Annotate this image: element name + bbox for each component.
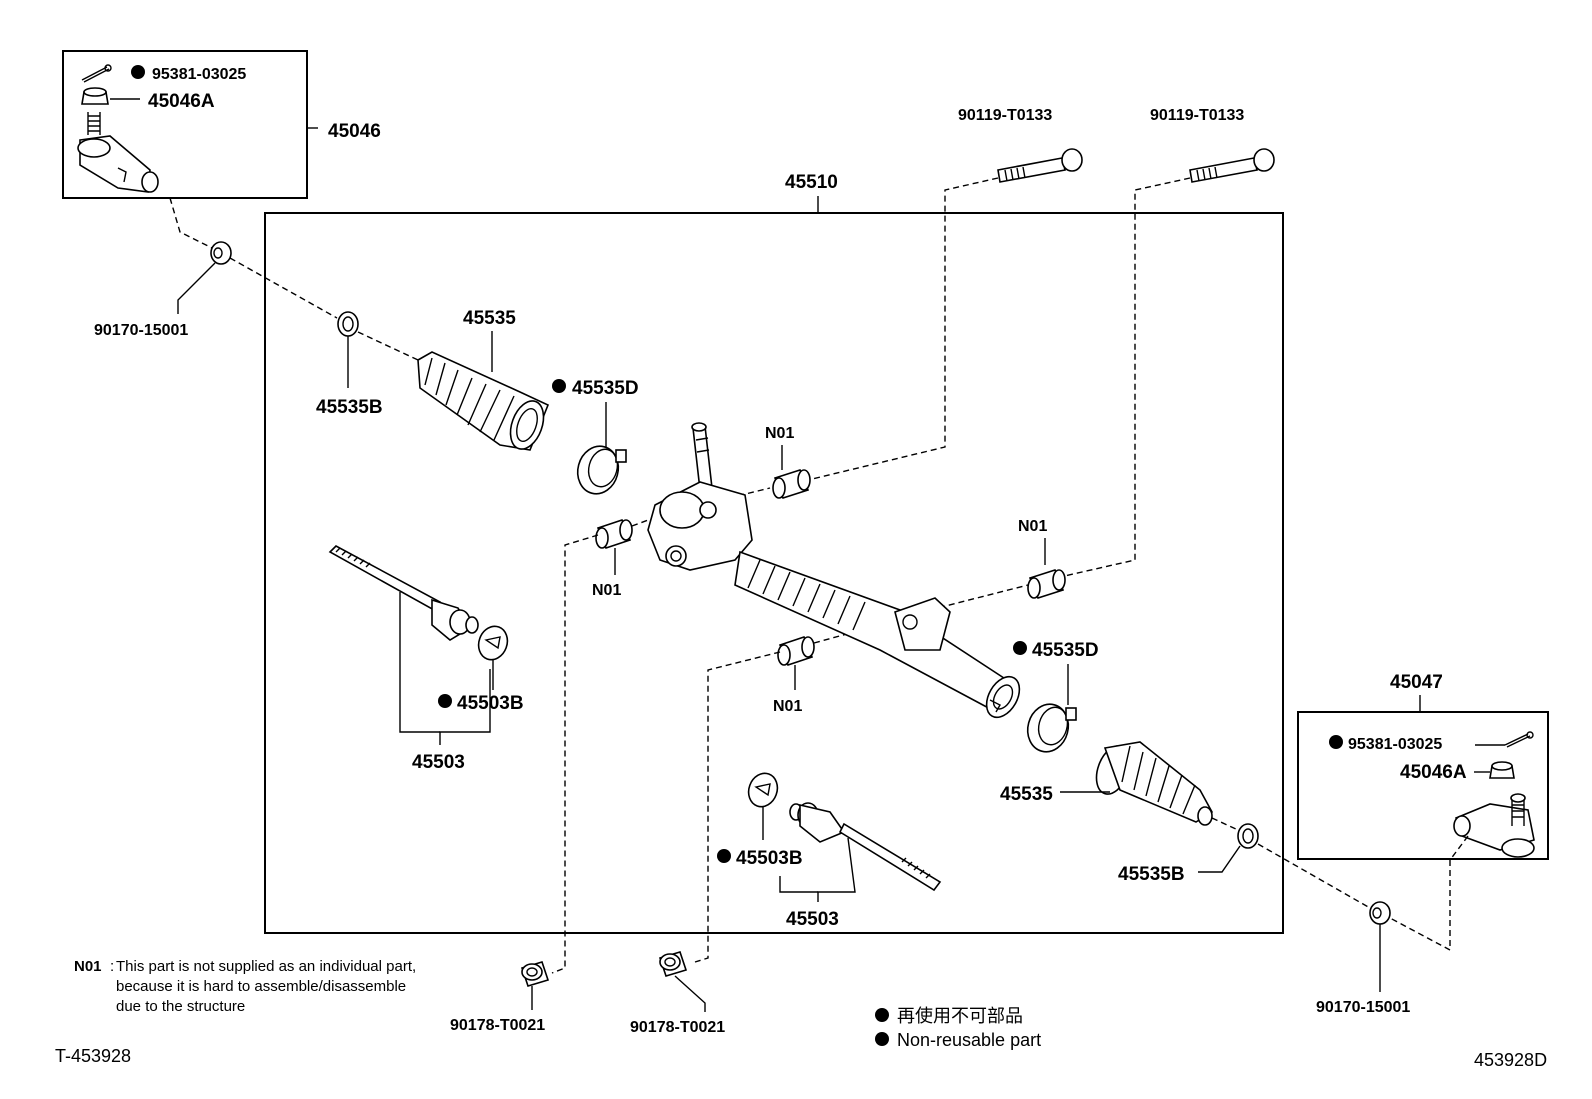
label-gear-assembly: 45510 xyxy=(785,172,838,193)
label-nut-bottom-mid: 90178-T0021 xyxy=(630,1019,725,1036)
legend-dot-en xyxy=(875,1032,889,1046)
label-clamp-lower: 45535D xyxy=(1032,640,1099,661)
note-line2: because it is hard to assemble/disassemb… xyxy=(116,978,406,995)
clip-nut-right-icon xyxy=(1369,901,1391,925)
label-cotter-pin-right: 95381-03025 xyxy=(1348,736,1442,753)
non-reusable-dot-cotter-pin-right xyxy=(1329,735,1343,749)
inner-rod-lower-icon xyxy=(789,802,942,892)
bush-right-icon xyxy=(1027,569,1066,599)
label-washer-upper: 45503B xyxy=(457,693,524,714)
bush-upper-left-icon xyxy=(595,519,633,549)
non-reusable-dot-washer-upper xyxy=(438,694,452,708)
washer-upper-icon xyxy=(477,625,509,661)
clip-nut-left-icon xyxy=(210,241,232,265)
label-nut-top: 45046A xyxy=(148,91,215,112)
non-reusable-dot-washer-lower xyxy=(717,849,731,863)
label-tie-rod-end-left: 45046 xyxy=(328,121,381,142)
gear-assembly-box xyxy=(264,212,1284,934)
clamp-upper-icon xyxy=(576,445,627,495)
cotter-pin-top-icon xyxy=(81,64,112,83)
non-reusable-dot-clamp-upper xyxy=(552,379,566,393)
footer-ref-right: 453928D xyxy=(1474,1050,1547,1070)
label-bush-lower-mid: N01 xyxy=(773,698,802,715)
tie-rod-end-right-icon xyxy=(1453,793,1535,858)
bolt-right-icon xyxy=(1189,148,1275,183)
note-colon: : xyxy=(110,958,114,975)
tie-rod-end-left-box xyxy=(62,50,308,199)
bolt-left-icon xyxy=(997,148,1083,183)
label-boot-upper: 45535 xyxy=(463,308,516,329)
tie-rod-end-left-icon xyxy=(77,112,159,193)
label-tie-rod-end-right: 45047 xyxy=(1390,672,1443,693)
label-bush-right: N01 xyxy=(1018,518,1047,535)
label-clip-nut-left: 90170-15001 xyxy=(94,322,188,339)
label-clamp-upper: 45535D xyxy=(572,378,639,399)
bush-upper-mid-icon xyxy=(772,469,811,499)
clip-upper-icon xyxy=(337,311,359,337)
clip-lower-icon xyxy=(1237,823,1259,849)
label-bolt-right: 90119-T0133 xyxy=(1150,107,1244,124)
non-reusable-dot-clamp-lower xyxy=(1013,641,1027,655)
nut-bottom-left-icon xyxy=(520,961,550,987)
label-nut-right: 45046A xyxy=(1400,762,1467,783)
footer-ref-left: T-453928 xyxy=(55,1046,131,1066)
note-line3: due to the structure xyxy=(116,998,245,1015)
label-bush-upper-left: N01 xyxy=(592,582,621,599)
label-rod-upper: 45503 xyxy=(412,752,465,773)
label-washer-lower: 45503B xyxy=(736,848,803,869)
boot-lower-icon xyxy=(1095,741,1214,826)
label-clip-nut-right: 90170-15001 xyxy=(1316,999,1410,1016)
label-rod-lower: 45503 xyxy=(786,909,839,930)
tie-rod-end-right-box xyxy=(1297,711,1549,860)
inner-rod-upper-icon xyxy=(328,545,479,641)
label-cotter-pin-top: 95381-03025 xyxy=(152,66,246,83)
washer-lower-icon xyxy=(747,772,779,808)
legend-text-jp: 再使用不可部品 xyxy=(897,1006,1023,1026)
label-clip-upper: 45535B xyxy=(316,397,383,418)
label-clip-lower: 45535B xyxy=(1118,864,1185,885)
label-bolt-left: 90119-T0133 xyxy=(958,107,1052,124)
bush-lower-mid-icon xyxy=(777,636,815,666)
castle-nut-right-icon xyxy=(1489,761,1515,779)
note-code: N01 xyxy=(74,958,102,975)
cotter-pin-right-icon xyxy=(1504,731,1534,748)
non-reusable-dot-top xyxy=(131,65,145,79)
label-boot-lower: 45535 xyxy=(1000,784,1053,805)
note-line1: This part is not supplied as an individu… xyxy=(116,958,416,975)
rack-housing-icon xyxy=(647,422,1021,719)
castle-nut-top-icon xyxy=(81,87,109,105)
clamp-lower-icon xyxy=(1026,703,1077,753)
label-bush-upper-mid: N01 xyxy=(765,425,794,442)
legend-text-en: Non-reusable part xyxy=(897,1030,1041,1050)
boot-upper-icon xyxy=(417,351,550,451)
legend-dot-jp xyxy=(875,1008,889,1022)
label-nut-bottom-left: 90178-T0021 xyxy=(450,1017,545,1034)
nut-bottom-mid-icon xyxy=(658,951,688,977)
